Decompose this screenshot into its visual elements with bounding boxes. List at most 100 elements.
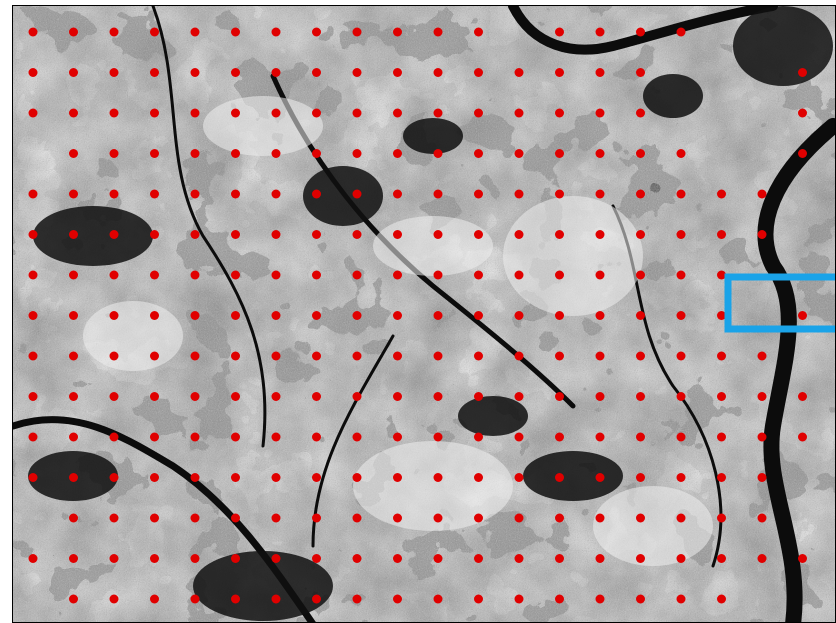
sample-point bbox=[271, 68, 281, 77]
sample-point bbox=[231, 594, 240, 604]
sample-point bbox=[595, 189, 605, 199]
sample-point bbox=[514, 230, 524, 239]
sample-point bbox=[190, 473, 200, 482]
sample-point bbox=[393, 68, 402, 77]
dark-patches bbox=[28, 6, 833, 621]
sample-point bbox=[190, 432, 200, 442]
sample-point bbox=[433, 392, 443, 401]
sample-point bbox=[69, 392, 78, 401]
sample-point bbox=[636, 311, 645, 320]
sample-point bbox=[109, 392, 119, 401]
sample-point bbox=[69, 473, 78, 482]
sample-point bbox=[271, 594, 281, 604]
sample-point bbox=[636, 149, 645, 158]
sample-point bbox=[393, 432, 402, 442]
sample-point bbox=[514, 432, 524, 442]
sample-point bbox=[393, 554, 402, 563]
sample-point bbox=[717, 554, 726, 563]
sample-point bbox=[28, 27, 38, 37]
sample-point bbox=[150, 68, 159, 77]
sample-point bbox=[514, 68, 524, 77]
sample-point bbox=[190, 230, 200, 239]
sample-point bbox=[433, 149, 443, 158]
sample-point bbox=[28, 311, 38, 320]
sample-point bbox=[798, 149, 807, 158]
sample-point bbox=[798, 554, 807, 563]
sample-point bbox=[109, 108, 119, 118]
sample-point bbox=[798, 392, 807, 401]
sample-point bbox=[636, 108, 645, 118]
sample-point bbox=[676, 594, 686, 604]
sample-point bbox=[352, 189, 362, 199]
sample-point bbox=[150, 351, 159, 361]
sample-point bbox=[717, 473, 726, 482]
sample-point bbox=[231, 473, 240, 482]
sample-point bbox=[150, 108, 159, 118]
sample-point bbox=[717, 351, 726, 361]
sample-point bbox=[393, 149, 402, 158]
sample-point bbox=[676, 554, 686, 563]
sample-point bbox=[69, 189, 78, 199]
sample-point bbox=[312, 27, 321, 37]
sample-point bbox=[393, 189, 402, 199]
sample-point bbox=[231, 392, 240, 401]
sample-point bbox=[636, 27, 645, 37]
sample-point bbox=[109, 432, 119, 442]
sample-point bbox=[190, 351, 200, 361]
sample-point bbox=[636, 473, 645, 482]
sample-point bbox=[109, 473, 119, 482]
sample-point bbox=[555, 554, 564, 563]
sample-point bbox=[352, 513, 362, 523]
sample-point bbox=[474, 473, 483, 482]
sample-point bbox=[474, 27, 483, 37]
sample-point bbox=[190, 149, 200, 158]
sample-point bbox=[514, 351, 524, 361]
sample-point bbox=[717, 189, 726, 199]
sample-point bbox=[271, 351, 281, 361]
sample-point bbox=[109, 594, 119, 604]
sample-point bbox=[109, 149, 119, 158]
sample-point bbox=[28, 351, 38, 361]
sample-point bbox=[312, 513, 321, 523]
sample-point bbox=[798, 432, 807, 442]
sample-point bbox=[636, 432, 645, 442]
sample-point bbox=[312, 68, 321, 77]
sample-point bbox=[150, 513, 159, 523]
sample-point bbox=[474, 68, 483, 77]
sample-point bbox=[798, 311, 807, 320]
sample-point bbox=[514, 311, 524, 320]
sample-point bbox=[69, 513, 78, 523]
sample-point bbox=[109, 230, 119, 239]
sample-point bbox=[757, 513, 767, 523]
sample-point bbox=[433, 351, 443, 361]
sample-point bbox=[109, 27, 119, 37]
sample-point bbox=[271, 473, 281, 482]
sample-point bbox=[636, 189, 645, 199]
sample-point bbox=[636, 351, 645, 361]
sample-point bbox=[717, 513, 726, 523]
sample-point bbox=[474, 230, 483, 239]
sample-point bbox=[595, 149, 605, 158]
sample-point bbox=[595, 270, 605, 280]
sample-point bbox=[190, 270, 200, 280]
sample-point bbox=[150, 189, 159, 199]
sample-point bbox=[555, 108, 564, 118]
sample-point bbox=[150, 149, 159, 158]
sample-point bbox=[352, 68, 362, 77]
sample-point bbox=[636, 392, 645, 401]
sample-point bbox=[433, 189, 443, 199]
sample-point bbox=[312, 108, 321, 118]
sample-point bbox=[69, 270, 78, 280]
sample-point bbox=[717, 594, 726, 604]
sample-point bbox=[150, 27, 159, 37]
sample-point bbox=[757, 432, 767, 442]
sample-point bbox=[757, 392, 767, 401]
sample-point bbox=[555, 594, 564, 604]
satellite-image bbox=[13, 6, 835, 622]
sample-point bbox=[636, 68, 645, 77]
sample-point bbox=[393, 230, 402, 239]
sample-point bbox=[190, 311, 200, 320]
sample-point bbox=[636, 594, 645, 604]
sample-point bbox=[190, 68, 200, 77]
sample-point bbox=[352, 473, 362, 482]
